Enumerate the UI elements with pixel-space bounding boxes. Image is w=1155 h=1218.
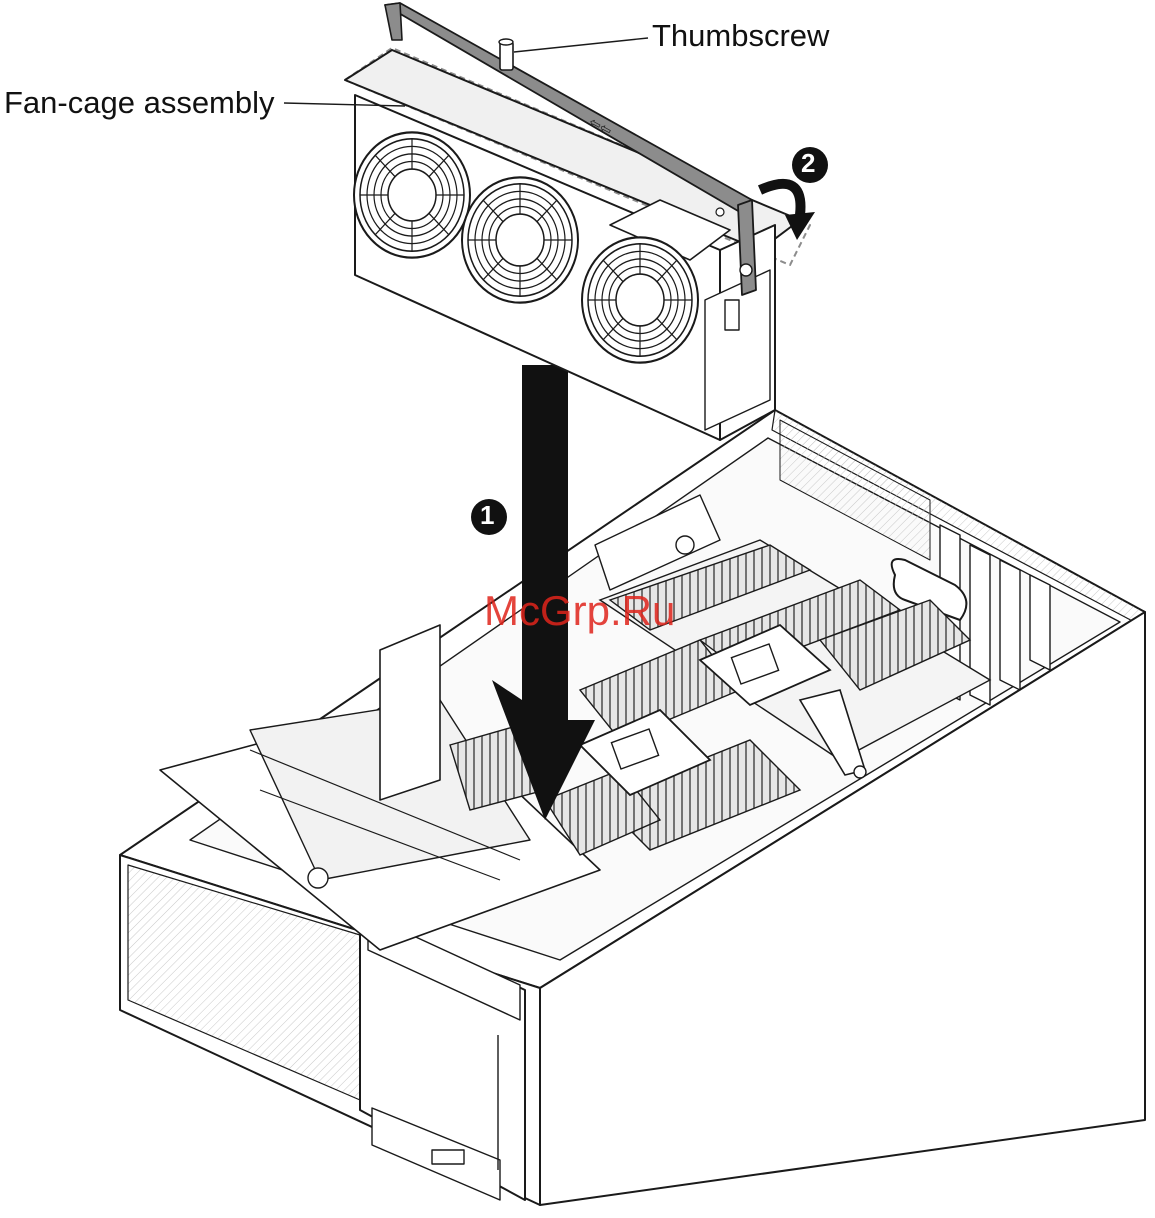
thumbscrew-label: Thumbscrew xyxy=(652,20,829,51)
fan-cage-assembly-label: Fan-cage assembly xyxy=(4,87,275,118)
step-1-number: 1 xyxy=(480,502,494,528)
step-2-number: 2 xyxy=(801,150,815,176)
fan-cage-assembly: ⇦⇦ xyxy=(345,3,810,440)
watermark-text: McGrp.Ru xyxy=(484,590,675,632)
